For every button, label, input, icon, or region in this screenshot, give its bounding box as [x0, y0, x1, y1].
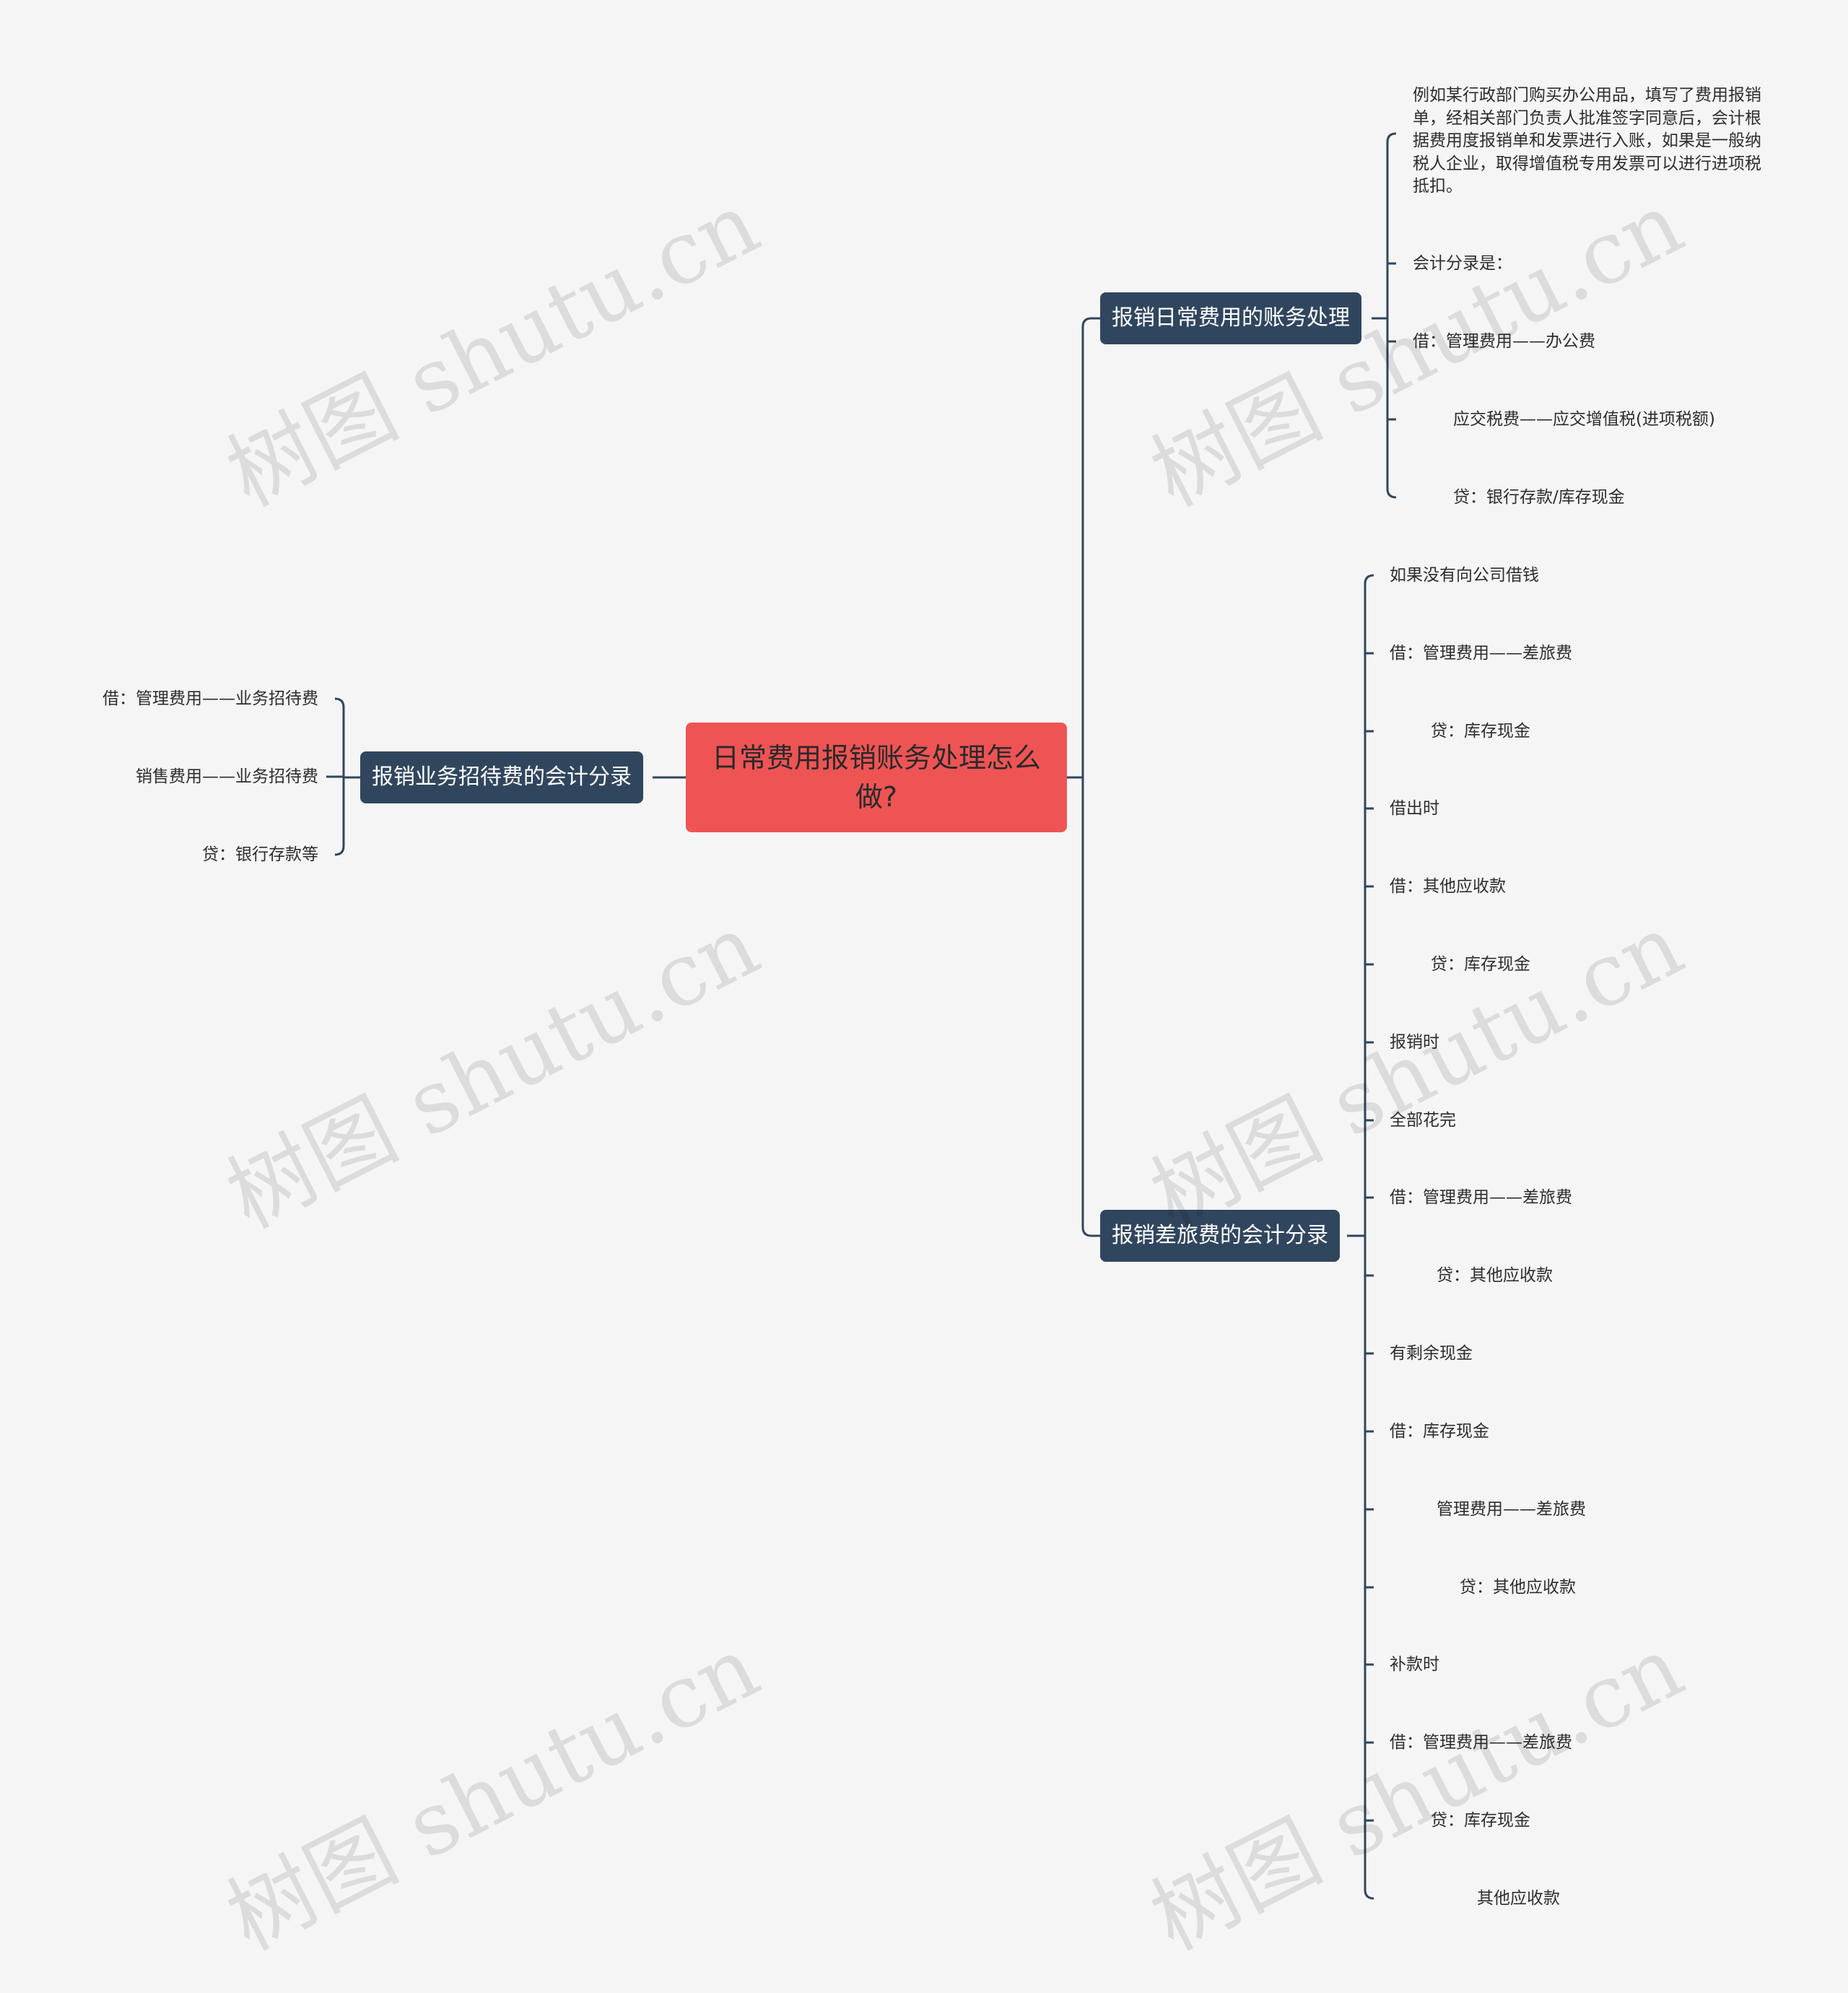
daily-bracket: [1386, 132, 1397, 499]
travel-leaf: 借：管理费用——差旅费: [1390, 1733, 1572, 1752]
travel-leaf: 报销时: [1390, 1033, 1439, 1052]
entertain-leaf: 贷：银行存款等: [202, 845, 318, 864]
travel-leaf: 借：管理费用——差旅费: [1390, 644, 1572, 663]
root-topic[interactable]: 日常费用报销账务处理怎么做?: [686, 723, 1067, 832]
travel-leaf: 贷：库存现金: [1431, 722, 1530, 741]
travel-leaf: 借：库存现金: [1390, 1422, 1489, 1441]
branch-entertainment-expense[interactable]: 报销业务招待费的会计分录: [360, 751, 643, 803]
travel-leaf: 管理费用——差旅费: [1437, 1500, 1586, 1519]
daily-leaf: 会计分录是：: [1413, 254, 1512, 273]
travel-leaf: 贷：库存现金: [1431, 1811, 1530, 1830]
travel-leaf: 全部花完: [1390, 1111, 1456, 1130]
daily-leaf: 贷：银行存款/库存现金: [1453, 488, 1625, 507]
right-branch-spine: [1081, 317, 1100, 1237]
travel-leaf: 其他应收款: [1477, 1889, 1560, 1908]
daily-leaf: 借：管理费用——办公费: [1413, 332, 1595, 351]
branch-daily-expense[interactable]: 报销日常费用的账务处理: [1100, 292, 1361, 344]
root-title: 日常费用报销账务处理怎么做?: [711, 742, 1041, 813]
travel-leaf: 补款时: [1390, 1655, 1439, 1674]
travel-leaf: 贷：其他应收款: [1460, 1578, 1576, 1597]
travel-bracket: [1364, 574, 1374, 1900]
daily-example-text: 例如某行政部门购买办公用品，填写了费用报销单，经相关部门负责人批准签字同意后，会…: [1413, 86, 1761, 196]
entertain-leaf: 借：管理费用——业务招待费: [103, 689, 318, 708]
travel-leaf: 借：其他应收款: [1390, 877, 1506, 896]
branch-travel-expense[interactable]: 报销差旅费的会计分录: [1100, 1210, 1340, 1262]
daily-leaf: 应交税费——应交增值税(进项税额): [1453, 410, 1715, 429]
travel-leaf: 借：管理费用——差旅费: [1390, 1188, 1572, 1207]
travel-leaf: 如果没有向公司借钱: [1390, 566, 1539, 585]
travel-leaf: 贷：库存现金: [1431, 955, 1530, 974]
entertain-leaf: 销售费用——业务招待费: [136, 767, 318, 786]
travel-leaf: 有剩余现金: [1390, 1344, 1473, 1363]
travel-leaf: 借出时: [1390, 799, 1439, 818]
travel-leaf: 贷：其他应收款: [1437, 1266, 1553, 1285]
